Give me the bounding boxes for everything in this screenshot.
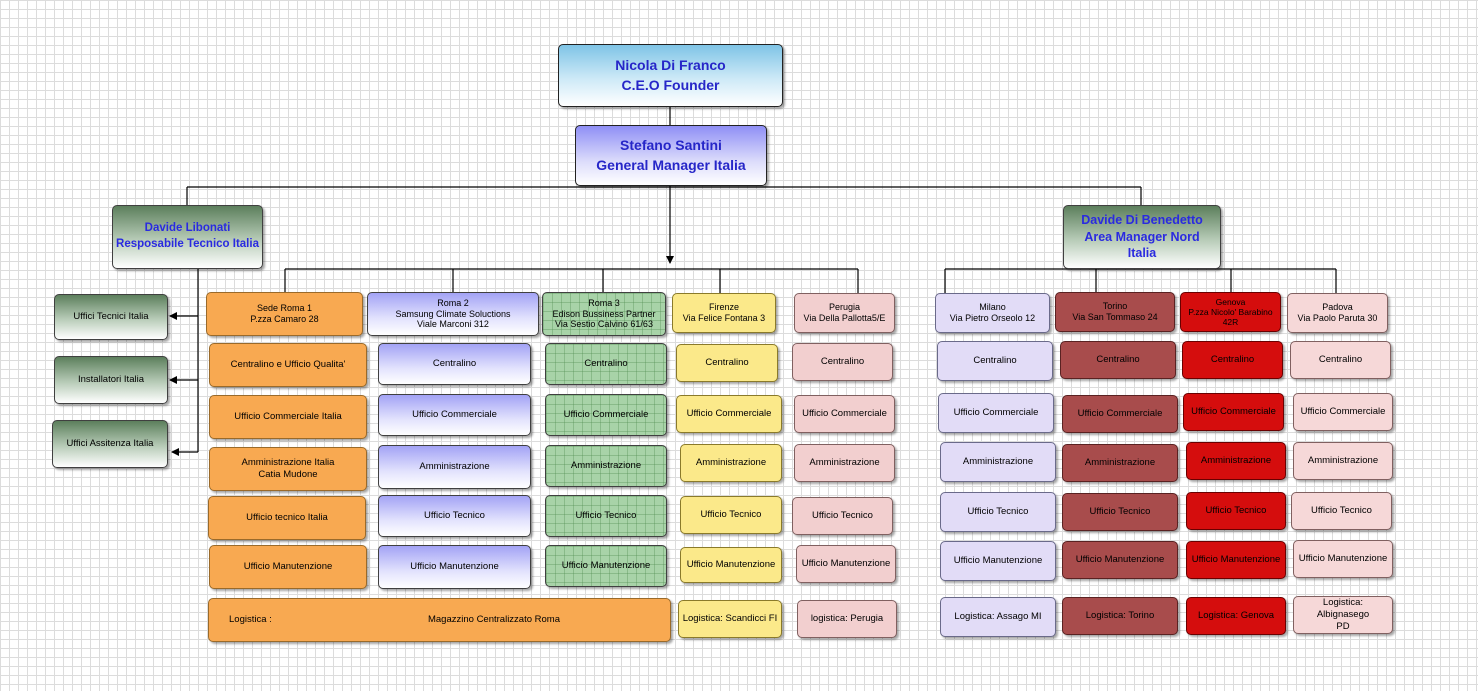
roma1-item: Ufficio tecnico Italia [208, 496, 366, 540]
roma1-item: Ufficio Manutenzione [209, 545, 367, 589]
roma-logistics-value: Magazzino Centralizzato Roma [427, 614, 560, 626]
firenze-header: Firenze Via Felice Fontana 3 [672, 293, 776, 333]
roma1-header: Sede Roma 1 P.zza Camaro 28 [206, 292, 363, 336]
roma3-item: Ufficio Tecnico [545, 495, 667, 537]
torino-header: Torino Via San Tommaso 24 [1055, 292, 1175, 332]
perugia-item: Amministrazione [794, 444, 895, 482]
milano-item: Amministrazione [940, 442, 1056, 482]
perugia-item: Centralino [792, 343, 893, 381]
perugia-item: Ufficio Commerciale [794, 395, 895, 433]
roma1-item: Amministrazione Italia Catia Mudone [209, 447, 367, 491]
perugia-header: Perugia Via Della Pallotta5/E [794, 293, 895, 333]
ceo-role: C.E.O Founder [621, 76, 720, 93]
gm-role: General Manager Italia [596, 156, 746, 173]
padova-header: Padova Via Paolo Paruta 30 [1287, 293, 1388, 333]
side-unit-uffici-tecnici: Uffici Tecnici Italia [54, 294, 168, 340]
milano-item: Ufficio Tecnico [940, 492, 1056, 532]
ceo-name: Nicola Di Franco [615, 56, 726, 73]
roma1-item: Centralino e Ufficio Qualita' [209, 343, 367, 387]
padova-item: Ufficio Tecnico [1291, 492, 1392, 530]
milano-item: Centralino [937, 341, 1053, 381]
tech-lead-role: Resposabile Tecnico Italia [116, 238, 259, 250]
area-manager-role: Area Manager Nord Italia [1084, 229, 1200, 261]
roma2-item: Ufficio Commerciale [378, 394, 531, 436]
genova-item: Ufficio Commerciale [1183, 393, 1284, 431]
genova-item: Ufficio Manutenzione [1186, 541, 1286, 579]
padova-item: Amministrazione [1293, 442, 1393, 480]
perugia-item: Ufficio Manutenzione [796, 545, 896, 583]
roma2-item: Centralino [378, 343, 531, 385]
genova-item: Centralino [1182, 341, 1283, 379]
firenze-item: Amministrazione [680, 444, 782, 482]
firenze-item: Ufficio Commerciale [676, 395, 782, 433]
firenze-item: Ufficio Tecnico [680, 496, 782, 534]
roma-logistics-label: Logistica : [229, 614, 272, 626]
torino-item: Ufficio Manutenzione [1062, 541, 1178, 579]
torino-logistics: Logistica: Torino [1062, 597, 1178, 635]
torino-item: Amministrazione [1062, 444, 1178, 482]
roma-logistics-bar: Logistica : Magazzino Centralizzato Roma [208, 598, 671, 642]
roma2-item: Ufficio Manutenzione [378, 545, 531, 589]
perugia-item: Ufficio Tecnico [792, 497, 893, 535]
torino-item: Ufficio Tecnico [1062, 493, 1178, 531]
roma3-item: Amministrazione [545, 445, 667, 487]
roma3-header: Roma 3 Edison Bussiness Partner Via Sest… [542, 292, 666, 336]
roma2-item: Ufficio Tecnico [378, 495, 531, 537]
genova-item: Ufficio Tecnico [1186, 492, 1286, 530]
gm-name: Stefano Santini [620, 136, 722, 153]
roma3-item: Centralino [545, 343, 667, 385]
milano-item: Ufficio Commerciale [938, 393, 1054, 433]
side-unit-installatori: Installatori Italia [54, 356, 168, 404]
milano-header: Milano Via Pietro Orseolo 12 [935, 293, 1050, 333]
firenze-logistics: Logistica: Scandicci FI [678, 600, 782, 638]
roma3-item: Ufficio Manutenzione [545, 545, 667, 587]
padova-item: Ufficio Manutenzione [1293, 540, 1393, 578]
firenze-item: Ufficio Manutenzione [680, 547, 782, 583]
firenze-item: Centralino [676, 344, 778, 382]
milano-logistics: Logistica: Assago MI [940, 597, 1056, 637]
genova-header: Genova P.zza Nicolo' Barabino 42R [1180, 292, 1281, 332]
roma2-item: Amministrazione [378, 445, 531, 489]
area-manager-name: Davide Di Benedetto [1081, 212, 1203, 227]
torino-item: Centralino [1060, 341, 1176, 379]
padova-logistics: Logistica: Albignasego PD [1293, 596, 1393, 634]
milano-item: Ufficio Manutenzione [940, 541, 1056, 581]
genova-logistics: Logistica: Genova [1186, 597, 1286, 635]
roma1-item: Ufficio Commerciale Italia [209, 395, 367, 439]
side-unit-assistenza: Uffici Assitenza Italia [52, 420, 168, 468]
roma3-item: Ufficio Commerciale [545, 394, 667, 436]
padova-item: Centralino [1290, 341, 1391, 379]
torino-item: Ufficio Commerciale [1062, 395, 1178, 433]
padova-item: Ufficio Commerciale [1293, 393, 1393, 431]
genova-item: Amministrazione [1186, 442, 1286, 480]
tech-lead-name: Davide Libonati [144, 222, 231, 235]
roma2-header: Roma 2 Samsung Climate Soluctions Viale … [367, 292, 539, 336]
perugia-logistics: logistica: Perugia [797, 600, 897, 638]
